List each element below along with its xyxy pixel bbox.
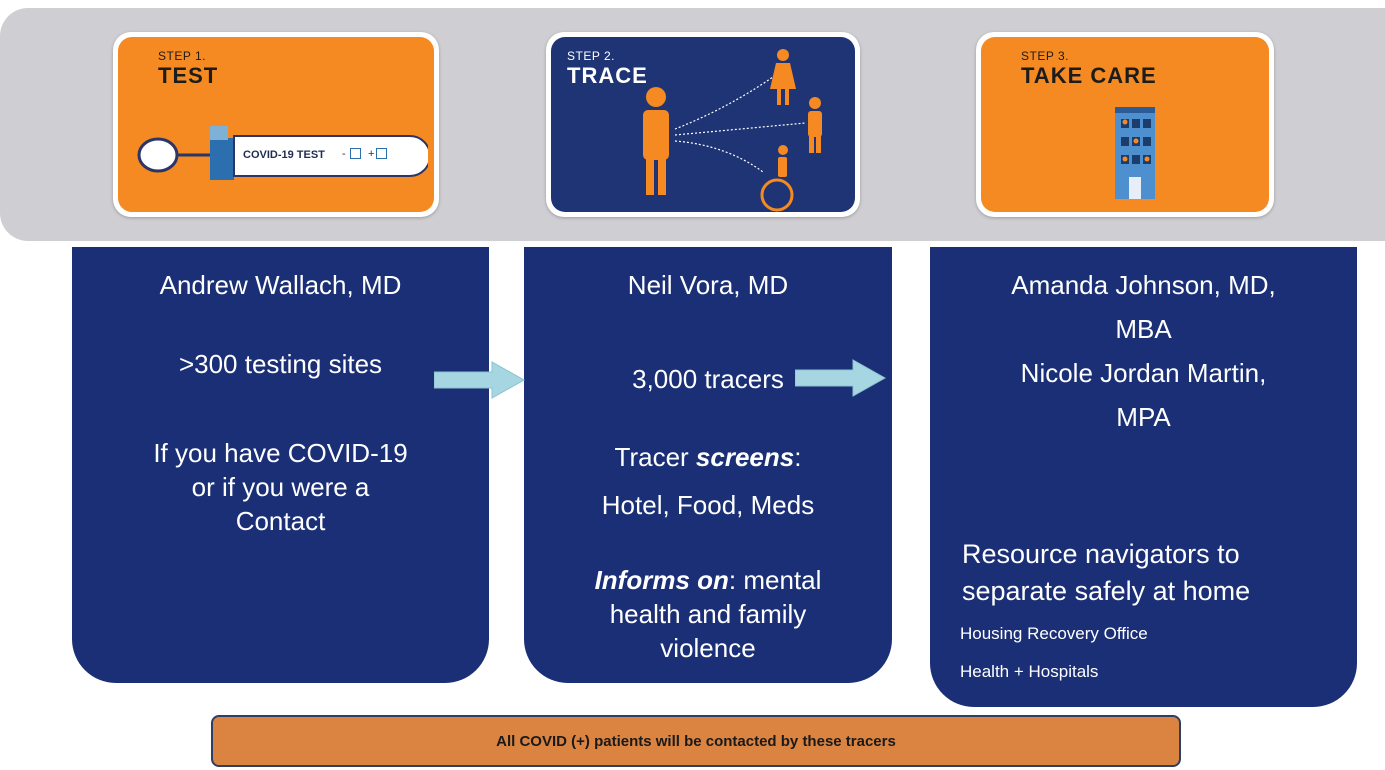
arrow-right-icon — [434, 361, 526, 399]
tracer-screens-list: Hotel, Food, Meds — [601, 490, 815, 520]
test-criteria-line3: Contact — [235, 506, 326, 536]
step3-card-face: STEP 3. TAKE CARE — [981, 37, 1269, 212]
test-criteria-line1: If you have COVID-19 — [153, 438, 408, 468]
step1-card: STEP 1. TEST COVID-19 TEST - + — [113, 32, 439, 217]
resource-navigators-line1: Resource navigators to — [962, 539, 1240, 569]
test-panel: Andrew Wallach, MD >300 testing sites If… — [72, 242, 489, 683]
step3-label: STEP 3. — [1021, 49, 1069, 63]
test-criteria-line2: or if you were a — [191, 472, 370, 502]
footer-banner: All COVID (+) patients will be contacted… — [211, 715, 1181, 767]
test-strip-label: COVID-19 TEST — [243, 149, 325, 161]
tracer-screens-heading: Tracer screens: — [614, 442, 802, 472]
test-pos-mark: + — [368, 148, 375, 160]
tracers-count: 3,000 tracers — [632, 364, 784, 394]
trace-people-icon — [643, 49, 822, 212]
step3-title: TAKE CARE — [1021, 63, 1157, 88]
step2-title: TRACE — [567, 63, 648, 88]
informs-on-line2: health and family — [609, 599, 807, 629]
test-lead-name: Andrew Wallach, MD — [159, 270, 402, 300]
step1-title: TEST — [158, 63, 219, 88]
arrow-right-icon — [795, 359, 887, 397]
test-neg-mark: - — [342, 148, 346, 160]
step1-card-face: STEP 1. TEST COVID-19 TEST - + — [118, 37, 434, 212]
test-swab-icon — [137, 126, 428, 180]
step1-label: STEP 1. — [158, 49, 206, 63]
org-housing-recovery: Housing Recovery Office — [960, 624, 1148, 643]
org-health-hospitals: Health + Hospitals — [960, 662, 1099, 681]
test-neg-box — [350, 148, 361, 159]
care-lead-name-line2: MBA — [1115, 314, 1172, 344]
step2-card: STEP 2. TRACE — [546, 32, 860, 217]
testing-sites-count: >300 testing sites — [178, 349, 383, 379]
informs-on-heading: Informs on: mental — [594, 565, 822, 595]
resource-navigators-line2: separate safely at home — [962, 576, 1251, 606]
care-lead-name-line1: Amanda Johnson, MD, — [1011, 270, 1276, 300]
trace-lead-name: Neil Vora, MD — [627, 270, 789, 300]
care-panel: Amanda Johnson, MD, MBA Nicole Jordan Ma… — [930, 242, 1357, 707]
hospital-building-icon — [1115, 107, 1155, 199]
care-lead2-name-line2: MPA — [1116, 402, 1171, 432]
step3-card: STEP 3. TAKE CARE — [976, 32, 1274, 217]
footer-text: All COVID (+) patients will be contacted… — [496, 732, 896, 750]
step2-card-face: STEP 2. TRACE — [551, 37, 855, 212]
care-lead2-name-line1: Nicole Jordan Martin, — [1020, 358, 1267, 388]
trace-panel: Neil Vora, MD 3,000 tracers Tracer scree… — [524, 242, 892, 683]
step2-label: STEP 2. — [567, 49, 615, 63]
test-pos-box — [376, 148, 387, 159]
informs-on-line3: violence — [660, 633, 756, 663]
